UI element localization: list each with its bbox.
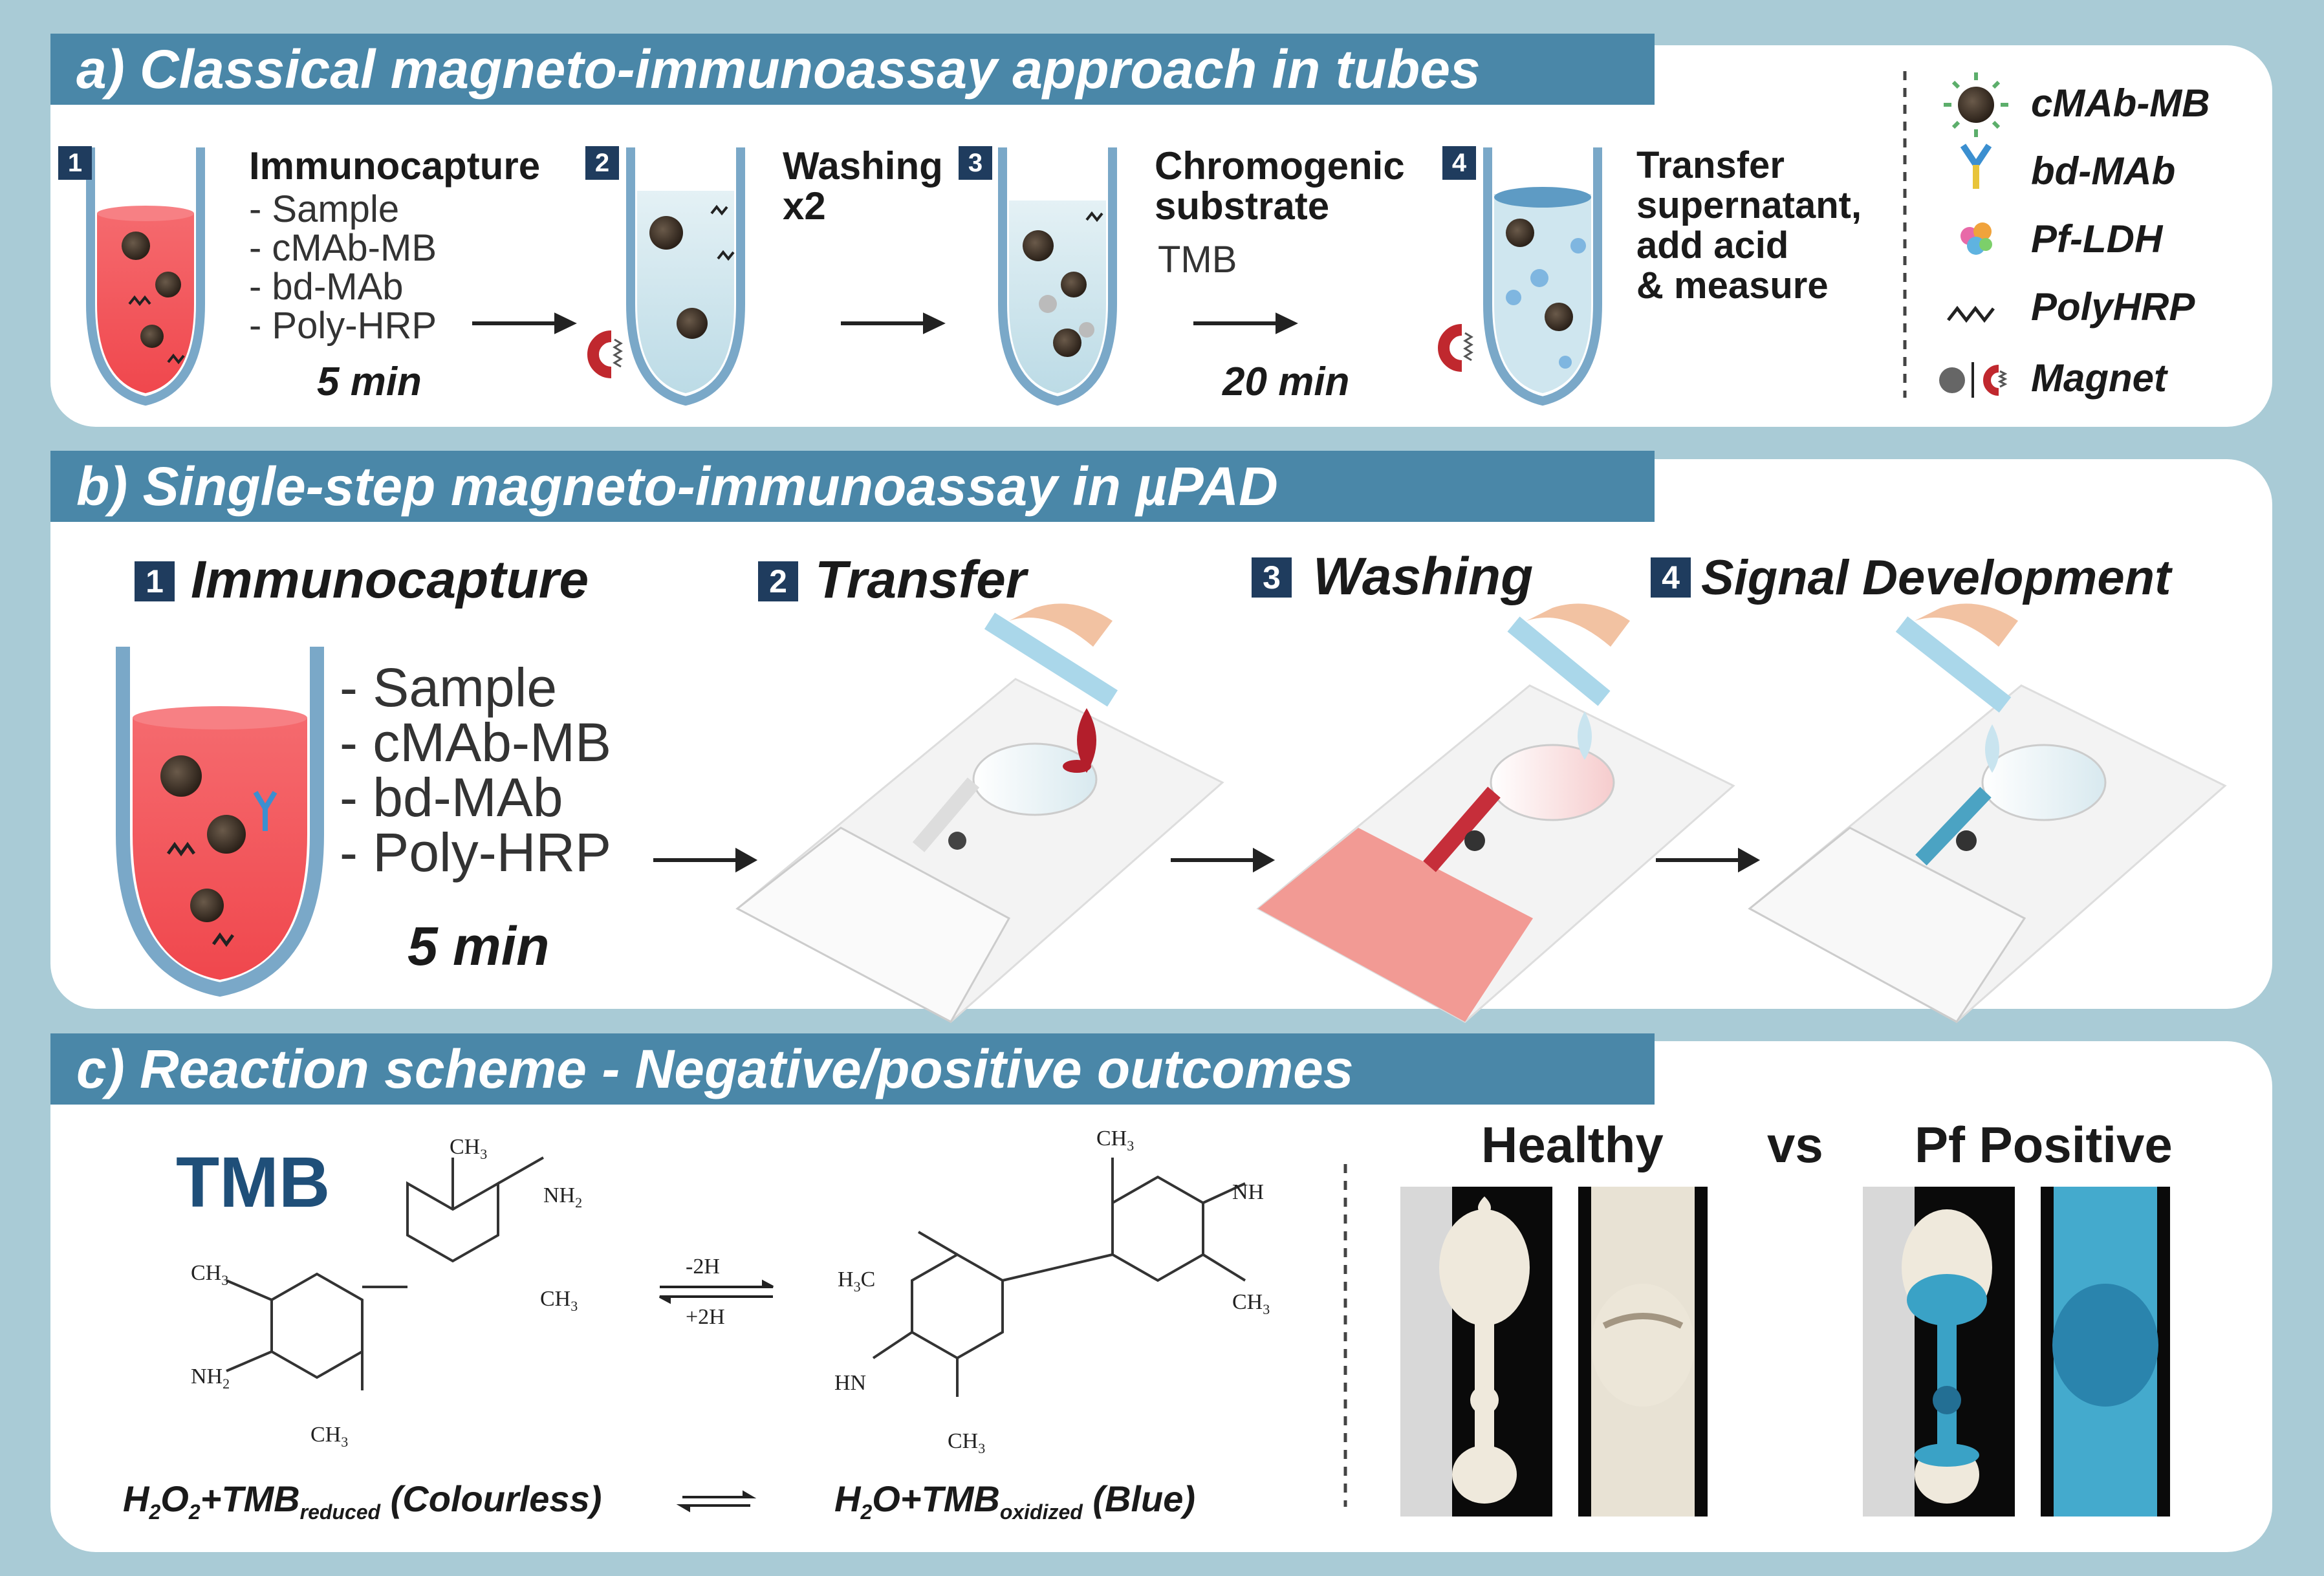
step-b3-badge: 3 xyxy=(1252,557,1292,598)
legend-magnet: Magnet xyxy=(2031,356,2167,400)
step-a3-time: 20 min xyxy=(1222,360,1350,404)
pipette-hand-4 xyxy=(1895,603,2018,713)
oxidized-ch3-right: CH3 xyxy=(1232,1290,1270,1317)
oxidized-nh: NH xyxy=(1232,1180,1265,1204)
positive-zoom-photo xyxy=(2041,1187,2170,1517)
step-b3-label: Washing xyxy=(1313,547,1534,606)
step-b1-badge: 1 xyxy=(135,561,175,601)
minus-2h-label: -2H xyxy=(686,1255,720,1279)
healthy-zoom-photo xyxy=(1578,1187,1708,1517)
pipette-hand-2 xyxy=(984,603,1118,707)
reduced-nh2-top: NH2 xyxy=(543,1183,583,1211)
panel-a-title: a) Classical magneto-immunoassay approac… xyxy=(50,34,1655,105)
magnet-icon-a4 xyxy=(1438,324,1473,372)
upad-signal xyxy=(1748,684,2227,1023)
step-b1-item-3: - bd-MAb xyxy=(340,767,563,828)
tube-a1 xyxy=(86,147,205,406)
tube-a2 xyxy=(626,147,745,406)
positive-device-photo xyxy=(1863,1187,2015,1517)
step-a3-label-1: Chromogenic xyxy=(1155,144,1405,188)
tube-a4 xyxy=(1483,147,1602,406)
vs-label: vs xyxy=(1767,1116,1823,1173)
step-a4-label-4: & measure xyxy=(1636,264,1829,307)
plus-2h-label: +2H xyxy=(686,1305,725,1329)
reduced-ch3-bottom: CH3 xyxy=(310,1423,349,1450)
polyhrp-icon xyxy=(1947,305,1995,323)
step-a2-label: Washing xyxy=(783,144,943,188)
reduced-ch3-right: CH3 xyxy=(540,1287,578,1314)
step-a1-label: Immunocapture xyxy=(249,144,541,188)
step-b2-badge: 2 xyxy=(758,561,798,601)
tmb-reduced-structure xyxy=(226,1156,544,1390)
reduced-nh2-bottom: NH2 xyxy=(191,1365,230,1392)
reduced-ch3-top: CH3 xyxy=(450,1135,488,1162)
step-a1-time: 5 min xyxy=(317,360,422,404)
step-a3-sub: TMB xyxy=(1158,239,1237,281)
step-a1-badge: 1 xyxy=(58,146,92,180)
pf-positive-label: Pf Positive xyxy=(1915,1116,2173,1173)
panel-b-arrows xyxy=(653,847,1761,873)
step-a3-label-2: substrate xyxy=(1155,184,1330,228)
panel-b-title: b) Single-step magneto-immunoassay in µP… xyxy=(50,451,1655,522)
oxidized-ch3-bottom: CH3 xyxy=(948,1429,986,1456)
tube-a3 xyxy=(998,147,1117,406)
legend-bd-mab: bd-MAb xyxy=(2031,149,2176,193)
equation-reduced: H2O2+TMBreduced (Colourless) xyxy=(123,1478,602,1524)
oxidized-h3c: H3C xyxy=(838,1268,876,1295)
legend-pf-ldh: Pf-LDH xyxy=(2031,217,2163,261)
step-a1-item-2: - cMAb-MB xyxy=(249,227,437,269)
oxidized-hn: HN xyxy=(834,1371,867,1395)
panel-a-arrows xyxy=(472,312,1298,334)
step-a4-label-3: add acid xyxy=(1636,224,1789,266)
step-a1-item-1: - Sample xyxy=(249,188,400,230)
panel-c-title: c) Reaction scheme - Negative/positive o… xyxy=(50,1033,1655,1105)
step-a2-badge: 2 xyxy=(585,146,619,180)
step-b1-time: 5 min xyxy=(407,916,550,977)
cmab-mb-icon xyxy=(1944,72,2008,137)
magnet-icon-a2 xyxy=(587,330,623,378)
equilibrium-arrows xyxy=(659,1279,774,1513)
healthy-device-photo xyxy=(1400,1187,1552,1517)
pf-ldh-icon xyxy=(1960,222,1992,255)
step-a4-label-2: supernatant, xyxy=(1636,184,1862,226)
healthy-label: Healthy xyxy=(1481,1116,1664,1173)
tmb-oxidized-structure xyxy=(872,1158,1246,1397)
step-a1-item-3: - bd-MAb xyxy=(249,266,404,308)
step-a2-repeat: x2 xyxy=(783,184,826,228)
step-b4-badge: 4 xyxy=(1651,557,1691,598)
step-a3-badge: 3 xyxy=(959,146,992,180)
pipette-hand-3 xyxy=(1507,603,1630,706)
oxidized-ch3-top: CH3 xyxy=(1096,1127,1135,1154)
tmb-title: TMB xyxy=(176,1143,331,1222)
step-b2-label: Transfer xyxy=(815,550,1026,609)
equation-oxidized: H2O+TMBoxidized (Blue) xyxy=(834,1478,1196,1524)
step-a1-item-4: - Poly-HRP xyxy=(249,305,437,347)
step-a4-label-1: Transfer xyxy=(1636,144,1785,186)
upad-transfer xyxy=(735,678,1224,1024)
step-b1-item-1: - Sample xyxy=(340,657,558,718)
legend-polyhrp: PolyHRP xyxy=(2031,285,2195,329)
legend-cmab-mb: cMAb-MB xyxy=(2031,81,2210,125)
bd-mab-icon xyxy=(1960,144,1992,189)
step-b1-label: Immunocapture xyxy=(191,550,589,609)
upad-washing xyxy=(1256,684,1735,1023)
magnet-legend-icon xyxy=(1939,362,2008,398)
tube-b1 xyxy=(116,647,324,997)
step-b4-label: Signal Development xyxy=(1701,550,2171,605)
step-a4-badge: 4 xyxy=(1442,146,1476,180)
reduced-ch3-left: CH3 xyxy=(191,1261,229,1288)
step-b1-item-4: - Poly-HRP xyxy=(340,822,612,883)
step-b1-item-2: - cMAb-MB xyxy=(340,712,611,773)
